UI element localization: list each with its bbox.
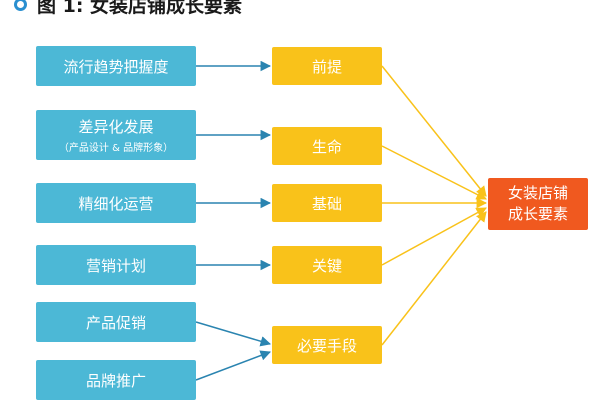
factor-label: 产品促销 xyxy=(85,313,146,332)
factor-label: 流行趋势把握度 xyxy=(63,57,169,76)
role-label: 关键 xyxy=(311,256,342,275)
factor-label: 精细化运营 xyxy=(78,194,154,213)
role-label: 必要手段 xyxy=(296,336,357,355)
arrow-role-0-to-goal xyxy=(381,65,487,197)
diagram-title-text: 图 1: 女装店铺成长要素 xyxy=(37,0,243,17)
factor-node-branding: 品牌推广 xyxy=(36,360,196,400)
arrow-role-3-to-goal xyxy=(381,207,487,266)
arrow-role-1-to-goal xyxy=(381,145,487,200)
role-label: 生命 xyxy=(311,137,342,156)
factor-label: 营销计划 xyxy=(85,256,146,275)
role-node-premise: 前提 xyxy=(272,47,382,85)
role-label: 前提 xyxy=(311,57,342,76)
factor-node-trend: 流行趋势把握度 xyxy=(36,46,196,86)
goal-label-line2: 成长要素 xyxy=(507,205,568,223)
title-bullet-icon xyxy=(14,0,27,11)
factor-sublabel: （产品设计 & 品牌形象） xyxy=(58,143,174,154)
arrow-factor-4-to-role-4 xyxy=(195,321,272,347)
factor-label: 品牌推广 xyxy=(85,371,146,390)
arrow-factor-5-to-role-4 xyxy=(195,350,271,381)
factor-node-differentiation: 差异化发展 （产品设计 & 品牌形象） xyxy=(36,110,196,160)
diagram-title: 图 1: 女装店铺成长要素 xyxy=(14,0,242,17)
role-node-foundation: 基础 xyxy=(272,184,382,222)
role-label: 基础 xyxy=(311,194,342,213)
goal-label-line1: 女装店铺 xyxy=(507,184,568,202)
role-node-life: 生命 xyxy=(272,127,382,165)
factor-node-marketing-plan: 营销计划 xyxy=(36,245,196,285)
role-node-necessary-means: 必要手段 xyxy=(272,326,382,364)
goal-node: 女装店铺 成长要素 xyxy=(488,178,588,230)
role-node-key: 关键 xyxy=(272,246,382,284)
arrow-role-4-to-goal xyxy=(381,211,487,346)
factor-node-operations: 精细化运营 xyxy=(36,183,196,223)
factor-node-promotion: 产品促销 xyxy=(36,302,196,342)
factor-label: 差异化发展 xyxy=(78,118,154,136)
